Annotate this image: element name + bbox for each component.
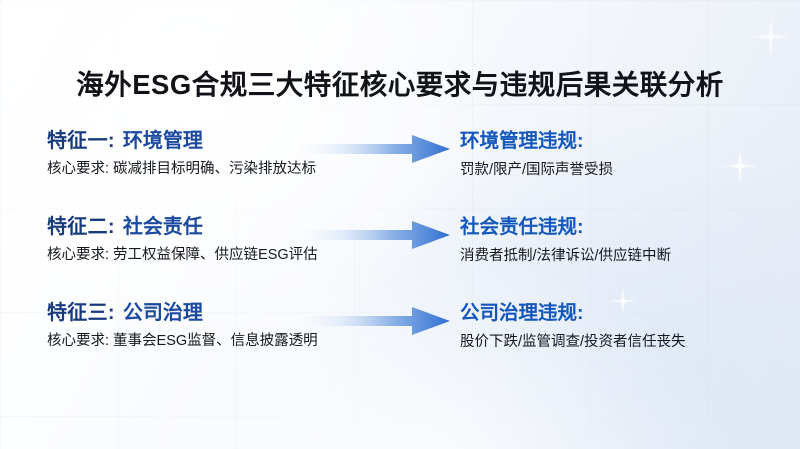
feature-value-label: 环境管理 xyxy=(122,130,203,152)
consequence-detail-text: 股价下跌/监管调查/投资者信任丧失 xyxy=(460,334,686,350)
feature-rows: 特征一: 环境管理 核心要求: 碳减排目标明确、污染排放达标 xyxy=(0,128,800,386)
feature-heading: 特征一: 环境管理 xyxy=(47,128,347,154)
sparkle-icon xyxy=(752,18,790,56)
arrow-right-icon xyxy=(300,306,450,336)
feature-value-label: 公司治理 xyxy=(122,302,203,324)
consequence-heading: 环境管理违规: xyxy=(460,130,584,152)
feature-row: 特征三: 公司治理 核心要求: 董事会ESG监督、信息披露透明 xyxy=(0,300,800,386)
feature-left-block: 特征一: 环境管理 核心要求: 碳减排目标明确、污染排放达标 xyxy=(47,128,347,179)
feature-prefix-label: 特征三: xyxy=(47,302,115,324)
feature-heading: 特征二: 社会责任 xyxy=(47,214,347,240)
consequence-detail-text: 消费者抵制/法律诉讼/供应链中断 xyxy=(460,248,672,264)
feature-row: 特征二: 社会责任 核心要求: 劳工权益保障、供应链ESG评估 xyxy=(0,214,800,300)
feature-left-block: 特征二: 社会责任 核心要求: 劳工权益保障、供应链ESG评估 xyxy=(47,214,347,265)
arrow-right-icon xyxy=(300,220,450,250)
page-title: 海外ESG合规三大特征核心要求与违规后果关联分析 xyxy=(76,69,724,101)
feature-heading: 特征三: 公司治理 xyxy=(47,300,347,326)
consequence-detail-text: 罚款/限产/国际声誉受损 xyxy=(460,162,614,178)
feature-detail-text: 核心要求: 董事会ESG监督、信息披露透明 xyxy=(47,333,318,349)
feature-right-block: 公司治理违规: 股价下跌/监管调查/投资者信任丧失 xyxy=(460,300,790,352)
feature-prefix-label: 特征二: xyxy=(47,216,115,238)
feature-right-block: 环境管理违规: 罚款/限产/国际声誉受损 xyxy=(460,128,790,180)
feature-row: 特征一: 环境管理 核心要求: 碳减排目标明确、污染排放达标 xyxy=(0,128,800,214)
feature-value-label: 社会责任 xyxy=(122,216,203,238)
arrow-right-icon xyxy=(300,134,450,164)
feature-detail-text: 核心要求: 碳减排目标明确、污染排放达标 xyxy=(47,161,317,177)
feature-detail-text: 核心要求: 劳工权益保障、供应链ESG评估 xyxy=(47,247,318,263)
feature-prefix-label: 特征一: xyxy=(47,130,115,152)
feature-right-block: 社会责任违规: 消费者抵制/法律诉讼/供应链中断 xyxy=(460,214,790,266)
consequence-heading: 社会责任违规: xyxy=(460,216,584,238)
consequence-heading: 公司治理违规: xyxy=(460,302,584,324)
feature-left-block: 特征三: 公司治理 核心要求: 董事会ESG监督、信息披露透明 xyxy=(47,300,347,351)
